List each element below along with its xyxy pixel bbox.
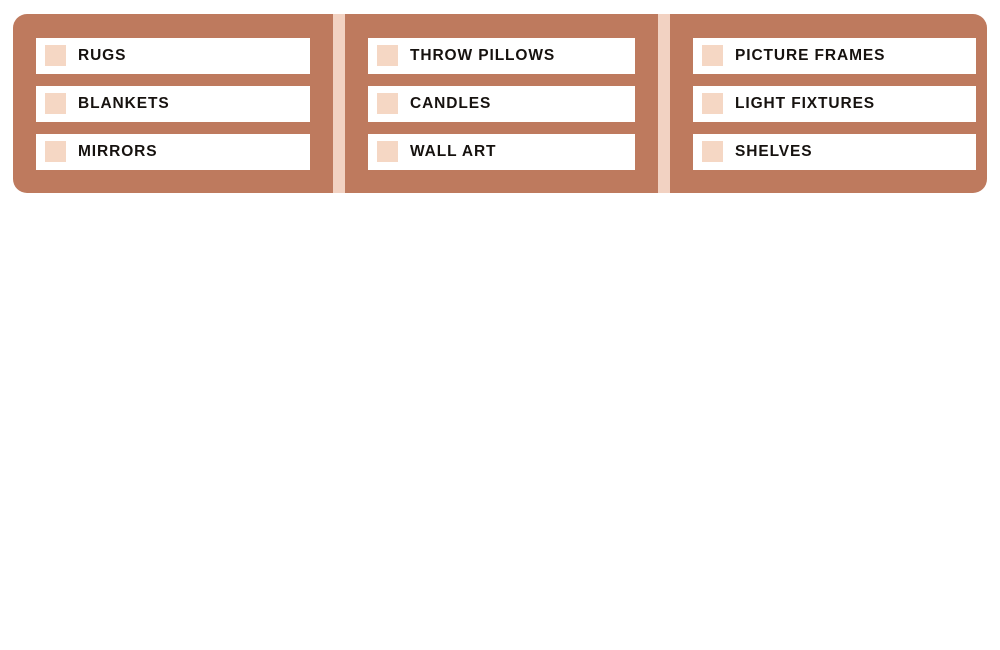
list-item[interactable]: SHELVES: [693, 133, 976, 170]
checklist-column-2: THROW PILLOWS CANDLES WALL ART: [345, 14, 658, 193]
color-swatch-icon: [377, 45, 398, 66]
list-item-label: SHELVES: [735, 142, 813, 160]
list-item-label: WALL ART: [410, 142, 497, 160]
list-item[interactable]: LIGHT FIXTURES: [693, 85, 976, 122]
list-item-label: THROW PILLOWS: [410, 46, 556, 64]
color-swatch-icon: [377, 141, 398, 162]
color-swatch-icon: [702, 93, 723, 114]
color-swatch-icon: [45, 45, 66, 66]
color-swatch-icon: [702, 45, 723, 66]
list-item[interactable]: WALL ART: [368, 133, 635, 170]
color-swatch-icon: [45, 141, 66, 162]
list-item-label: LIGHT FIXTURES: [735, 94, 876, 112]
list-item-label: PICTURE FRAMES: [735, 46, 886, 64]
list-item[interactable]: RUGS: [36, 37, 310, 74]
list-item[interactable]: CANDLES: [368, 85, 635, 122]
checklist-column-1: RUGS BLANKETS MIRRORS: [13, 14, 333, 193]
list-item[interactable]: BLANKETS: [36, 85, 310, 122]
list-item[interactable]: PICTURE FRAMES: [693, 37, 976, 74]
list-item-label: RUGS: [78, 46, 127, 64]
color-swatch-icon: [45, 93, 66, 114]
color-swatch-icon: [377, 93, 398, 114]
column-divider: [658, 14, 670, 193]
list-item-label: MIRRORS: [78, 142, 158, 160]
list-item-label: BLANKETS: [78, 94, 170, 112]
list-item[interactable]: MIRRORS: [36, 133, 310, 170]
list-item-label: CANDLES: [410, 94, 492, 112]
column-divider: [333, 14, 345, 193]
color-swatch-icon: [702, 141, 723, 162]
checklist-board: RUGS BLANKETS MIRRORS THROW PILLOWS CAND…: [13, 14, 987, 193]
checklist-column-3: PICTURE FRAMES LIGHT FIXTURES SHELVES: [670, 14, 987, 193]
list-item[interactable]: THROW PILLOWS: [368, 37, 635, 74]
